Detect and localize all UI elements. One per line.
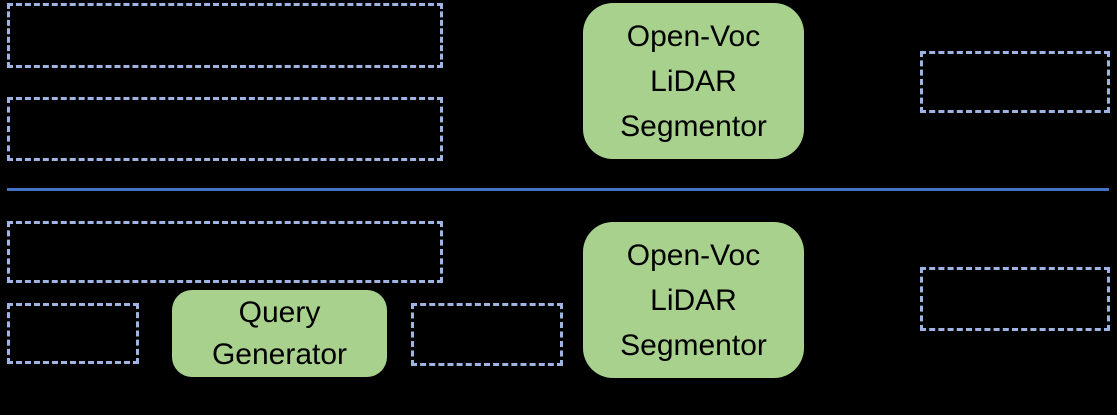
query-generator-label-line: Generator [211,337,348,371]
segmentor-label-line: Open-Voc [626,19,761,53]
training-placeholder-box-2 [7,97,443,161]
segmentor-label-line: Open-Voc [626,238,761,272]
inference-placeholder-box-middle [411,303,563,366]
section-divider-line [7,188,1109,191]
inference-output-placeholder-box [920,267,1110,331]
training-open-voc-lidar-segmentor-box: Open-Voc LiDAR Segmentor [583,3,804,159]
training-placeholder-box-1 [7,3,443,68]
segmentor-label-line: Segmentor [620,328,767,362]
query-generator-label-line: Query [238,295,321,329]
training-output-placeholder-box [920,51,1110,113]
segmentor-label-line: Segmentor [620,109,767,143]
inference-open-voc-lidar-segmentor-box: Open-Voc LiDAR Segmentor [583,222,804,378]
segmentor-label-line: LiDAR [650,283,737,317]
inference-placeholder-box-left [7,303,139,364]
query-generator-box: Query Generator [172,290,387,377]
segmentor-label-line: LiDAR [650,64,737,98]
inference-placeholder-box-wide [7,221,443,283]
